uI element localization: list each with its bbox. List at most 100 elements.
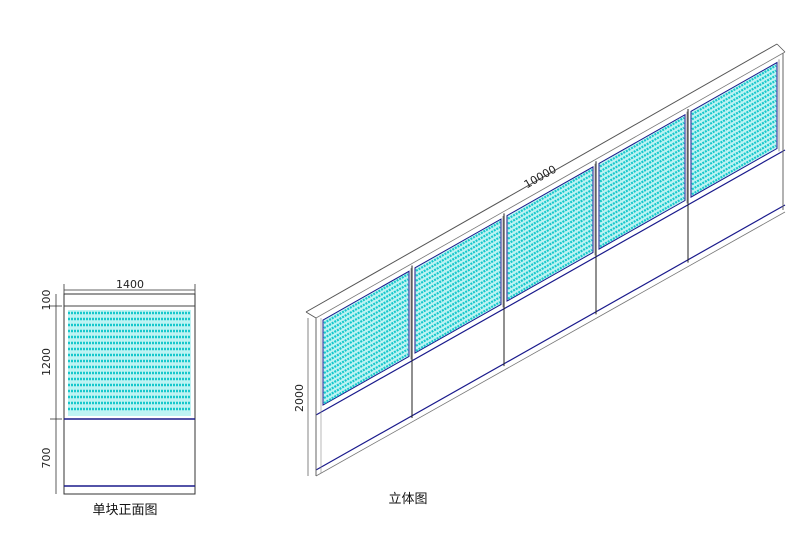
iso-panel-slat (691, 134, 777, 186)
iso-panel-slat (507, 178, 593, 230)
iso-panel-slat (599, 176, 685, 228)
iso-panel-bottom-line (315, 149, 786, 416)
iso-panel-slat (691, 64, 777, 116)
iso-panel-slat (599, 161, 685, 213)
iso-panel-slat (507, 223, 593, 275)
front-width-dim: 1400 (116, 278, 144, 291)
iso-length-dim: 10000 (522, 163, 559, 192)
iso-panel-slat (507, 238, 593, 290)
iso-panel-slat (691, 139, 777, 191)
iso-panel-slat (599, 166, 685, 218)
iso-panel-slat (691, 99, 777, 151)
iso-panel-slat (323, 328, 409, 379)
iso-panel-slat (599, 116, 685, 168)
iso-panel-slat (415, 221, 501, 272)
iso-panel-slat (599, 141, 685, 193)
iso-panel-slat (323, 353, 409, 404)
iso-top-rail-outer (305, 43, 778, 313)
iso-posts (411, 53, 784, 418)
iso-panel-slat (323, 288, 409, 339)
iso-rail-end-left (305, 311, 317, 319)
iso-panel-slat (323, 313, 409, 364)
iso-panel-slat (415, 256, 501, 307)
iso-panel-slat (323, 283, 409, 334)
iso-panel-slat (323, 303, 409, 354)
front-panel-frame (63, 293, 196, 495)
iso-panel-slat (507, 243, 593, 295)
iso-base-line (315, 204, 786, 471)
front-dim-bottom: 700 (40, 448, 53, 469)
iso-panel-slat (691, 109, 777, 161)
iso-panel-slat (323, 308, 409, 359)
iso-panel-slat (415, 301, 501, 352)
iso-panel-slat (599, 171, 685, 223)
iso-panel-slat (599, 181, 685, 233)
iso-panel-slat (415, 261, 501, 312)
iso-view: 10000 2000 立体图 (293, 43, 786, 507)
iso-panel-slat (507, 173, 593, 225)
iso-panel-slat (599, 186, 685, 238)
iso-top-rail-inner (315, 51, 786, 319)
iso-panel-slat (599, 151, 685, 203)
iso-panel-slat (691, 114, 777, 166)
front-dim-top: 100 (40, 290, 53, 311)
iso-panel-slat (599, 146, 685, 198)
iso-louver-panels (322, 59, 780, 406)
iso-panel-slat (507, 198, 593, 250)
iso-panel-slat (599, 156, 685, 208)
iso-panel-slat (599, 196, 685, 248)
iso-panel-slat (323, 318, 409, 369)
iso-panel-slat (599, 191, 685, 243)
iso-panel-slat (323, 348, 409, 399)
iso-panel-slat (507, 188, 593, 240)
iso-panel-slat (691, 129, 777, 181)
iso-panel-slat (691, 89, 777, 141)
iso-panel-slat (323, 278, 409, 329)
iso-panel-slat (323, 343, 409, 394)
iso-panel-slat (691, 84, 777, 136)
iso-panel-slat (323, 293, 409, 344)
iso-panel-slat (507, 208, 593, 260)
iso-panel-slat (599, 136, 685, 188)
front-view-title: 单块正面图 (92, 503, 157, 518)
iso-panel-slat (507, 233, 593, 285)
iso-ground-line (315, 211, 786, 477)
iso-panel-slat (599, 121, 685, 173)
iso-panel-slat (415, 241, 501, 292)
iso-panel-slat (599, 126, 685, 178)
iso-panel-slat (691, 74, 777, 126)
iso-panel-slat (415, 226, 501, 277)
iso-panel-slat (415, 231, 501, 282)
iso-panel-slat (323, 298, 409, 349)
iso-panel-slat (415, 291, 501, 342)
iso-panel-slat (507, 218, 593, 270)
iso-panel-slat (323, 323, 409, 374)
iso-panel-slat (507, 193, 593, 245)
iso-panel-slat (599, 131, 685, 183)
iso-panel-slat (691, 144, 777, 196)
iso-panel-slat (415, 286, 501, 337)
iso-panel-slat (507, 228, 593, 280)
iso-panel-slat (415, 266, 501, 317)
iso-panel-slat (507, 203, 593, 255)
iso-view-title: 立体图 (388, 492, 427, 507)
iso-panel-slat (691, 104, 777, 156)
iso-panel-slat (323, 273, 409, 324)
iso-panel-slat (691, 79, 777, 131)
iso-panel-slat (415, 271, 501, 322)
iso-panel-slat (507, 213, 593, 265)
front-louver-bg (68, 310, 191, 416)
iso-panel-slat (691, 119, 777, 171)
front-louver-area (68, 310, 191, 416)
iso-rail-end-right (776, 43, 786, 53)
iso-panel-slat (323, 333, 409, 384)
iso-height-dim: 2000 (293, 384, 306, 412)
iso-panel-slat (415, 276, 501, 327)
iso-panel-slat (507, 168, 593, 220)
iso-panel-slat (691, 94, 777, 146)
iso-panel-slat (507, 248, 593, 300)
iso-panel-slat (323, 338, 409, 389)
iso-panel-slat (415, 246, 501, 297)
iso-panel-slat (691, 69, 777, 121)
